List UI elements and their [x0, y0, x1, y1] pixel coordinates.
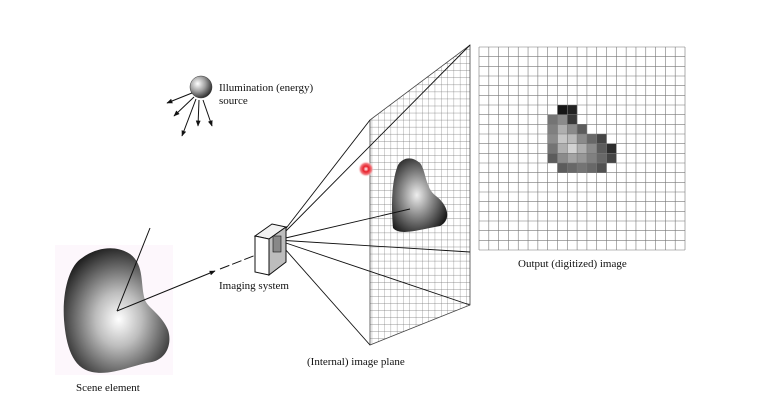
- digitized-pixel: [596, 153, 607, 163]
- illumination-label-line1: Illumination (energy): [219, 82, 314, 94]
- digitized-pixel: [577, 124, 587, 134]
- red-marker-dot: [358, 161, 374, 177]
- scene-element: [55, 227, 257, 375]
- digitized-pixel: [586, 143, 597, 154]
- digitized-pixel: [577, 153, 587, 163]
- digitized-pixel: [596, 143, 607, 154]
- imaging-system-label: Imaging system: [219, 280, 289, 292]
- digitized-pixel: [577, 163, 587, 173]
- output-digitized-image: [478, 46, 686, 251]
- output-image-label: Output (digitized) image: [518, 258, 627, 270]
- scene-element-label: Scene element: [76, 382, 140, 394]
- digitized-pixel: [567, 105, 578, 115]
- projection-lines: [276, 44, 471, 346]
- digitized-pixel: [547, 114, 558, 125]
- digitized-pixel: [586, 134, 597, 144]
- digitized-pixel: [567, 124, 578, 134]
- digitized-pixel: [547, 134, 558, 144]
- digitized-pixel: [557, 163, 568, 173]
- digitized-pixel: [557, 114, 568, 125]
- light-rays: [166, 92, 213, 137]
- digitized-pixel: [577, 143, 587, 154]
- scene-element-shape: [63, 248, 170, 373]
- reflected-ray-arrow: [116, 270, 216, 312]
- reflected-ray-continuation: [219, 254, 257, 270]
- digitized-pixel: [557, 124, 568, 134]
- digitized-pixel: [567, 114, 578, 125]
- digitized-pixel: [586, 153, 597, 163]
- digitized-pixel: [567, 134, 578, 144]
- digitized-pixel: [557, 153, 568, 163]
- digitized-pixel: [567, 153, 578, 163]
- digitized-pixel: [567, 163, 578, 173]
- imaging-system-box: [253, 223, 288, 277]
- incident-ray: [116, 227, 151, 312]
- digitized-pixel: [606, 153, 617, 163]
- digitized-pixel: [547, 143, 558, 154]
- output-grid: [478, 46, 686, 251]
- light-source-sphere: [189, 75, 213, 99]
- digitized-pixel: [577, 134, 587, 144]
- digitized-pixel: [547, 124, 558, 134]
- digitized-pixel: [557, 134, 568, 144]
- digitized-pixel: [557, 105, 568, 115]
- image-plane-label: (Internal) image plane: [307, 356, 405, 368]
- lens-aperture: [272, 235, 282, 253]
- illumination-label-line2: source: [219, 95, 248, 107]
- digitized-pixel: [606, 143, 617, 154]
- digitized-pixel: [557, 143, 568, 154]
- digitized-pixel: [547, 153, 558, 163]
- digitized-pixels: [547, 105, 617, 173]
- digitized-pixel: [596, 163, 607, 173]
- digitized-pixel: [586, 163, 597, 173]
- internal-image-plane: [358, 44, 471, 346]
- projected-image-blob: [392, 158, 448, 232]
- illumination-source: [166, 75, 213, 137]
- digitized-pixel: [596, 134, 607, 144]
- digitized-pixel: [567, 143, 578, 154]
